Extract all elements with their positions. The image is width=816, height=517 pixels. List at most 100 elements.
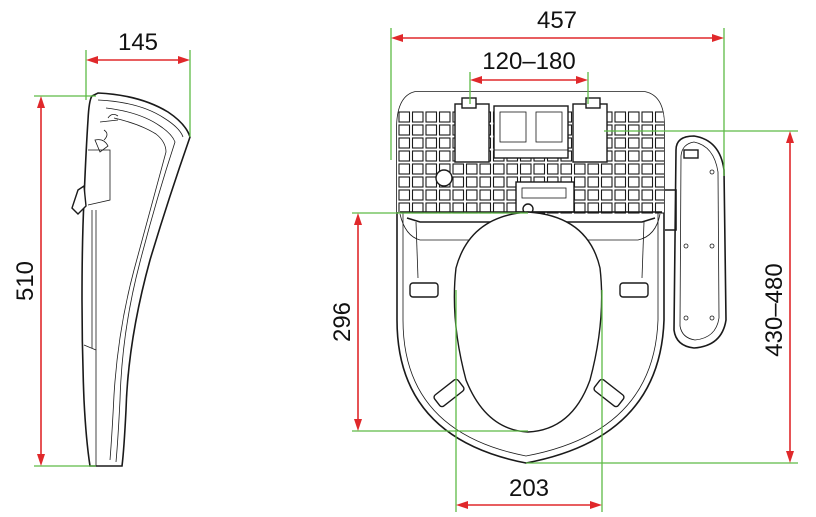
side-depth-label: 145 [118,29,158,56]
bumper-right-rear [593,378,625,408]
rib-cell [438,124,451,136]
rib-cell [438,189,451,201]
rib-cell [398,176,411,188]
rib-cell [411,150,424,162]
side-height-label: 510 [12,261,39,301]
rib-cell [600,202,613,214]
center-hinge-housing [493,105,569,159]
bumper-left-rear [433,378,465,408]
seat-length-dimension: 296 [329,212,528,432]
hinge-range-label: 120–180 [482,48,575,75]
rib-cell [587,202,600,214]
rib-cell [641,124,654,136]
rib-cell [533,163,546,175]
rib-cell [654,124,664,136]
rib-cell [425,189,438,201]
bumper-right-front [619,282,649,298]
rib-cell [492,176,505,188]
rib-cell [425,111,438,123]
rib-cell [492,189,505,201]
rib-cell [654,176,664,188]
rib-cell [587,189,600,201]
rib-cell [425,176,438,188]
rib-cell [425,124,438,136]
rib-cell [614,176,627,188]
rib-cell [627,163,640,175]
drain-hole [435,169,453,187]
seat-width-label: 203 [509,475,549,502]
rib-cell [506,163,519,175]
left-hinge-block [454,103,490,163]
side-depth-dimension: 145 [85,29,191,137]
rib-cell [411,189,424,201]
rib-cell [398,163,411,175]
rib-cell [519,163,532,175]
rib-cell [587,176,600,188]
rib-cell [654,150,664,162]
rib-cell [641,163,654,175]
rib-cell [398,137,411,149]
rib-cell [398,111,411,123]
rib-cell [398,189,411,201]
rib-cell [546,163,559,175]
seat-width-dimension: 203 [455,290,603,512]
rib-cell [627,124,640,136]
rib-cell [425,163,438,175]
rib-cell [465,163,478,175]
rib-cell [411,111,424,123]
rib-cell [411,163,424,175]
rib-cell [465,176,478,188]
rib-cell [641,189,654,201]
rib-cell [398,124,411,136]
rib-cell [452,163,465,175]
rib-cell [627,150,640,162]
rib-cell [398,150,411,162]
rib-cell [479,163,492,175]
rib-cell [654,189,664,201]
rib-cell [627,202,640,214]
rib-cell [641,176,654,188]
side-control-panel [665,135,727,349]
rib-cell [438,150,451,162]
rib-cell [627,137,640,149]
top-view [396,91,665,464]
rib-cell [479,189,492,201]
rib-cell [573,176,586,188]
rib-cell [627,189,640,201]
rib-cell [614,189,627,201]
bumper-left-front [409,282,439,298]
rib-cell [600,189,613,201]
rib-cell [641,137,654,149]
rib-cell [452,176,465,188]
rib-cell [425,137,438,149]
rib-cell [654,137,664,149]
rib-cell [573,189,586,201]
rib-cell [641,111,654,123]
rib-cell [573,163,586,175]
rib-cell [641,202,654,214]
overall-length-label: 430–480 [761,263,788,356]
seat-length-label: 296 [329,302,356,342]
hinge-range-dimension: 120–180 [469,48,589,104]
rib-cell [614,124,627,136]
rib-cell [614,202,627,214]
rib-cell [438,137,451,149]
rib-cell [425,150,438,162]
rib-cell [614,111,627,123]
rib-cell [411,176,424,188]
top-width-dimension: 457 [390,7,725,176]
rib-cell [627,176,640,188]
overall-length-dimension: 430–480 [526,130,798,464]
rib-cell [411,137,424,149]
rib-cell [600,176,613,188]
rib-cell [614,137,627,149]
rib-cell [560,163,573,175]
rib-cell [654,111,664,123]
rib-cell [438,111,451,123]
side-height-dimension: 510 [12,95,96,467]
rib-cell [641,150,654,162]
rib-cell [614,150,627,162]
rib-cell [452,189,465,201]
